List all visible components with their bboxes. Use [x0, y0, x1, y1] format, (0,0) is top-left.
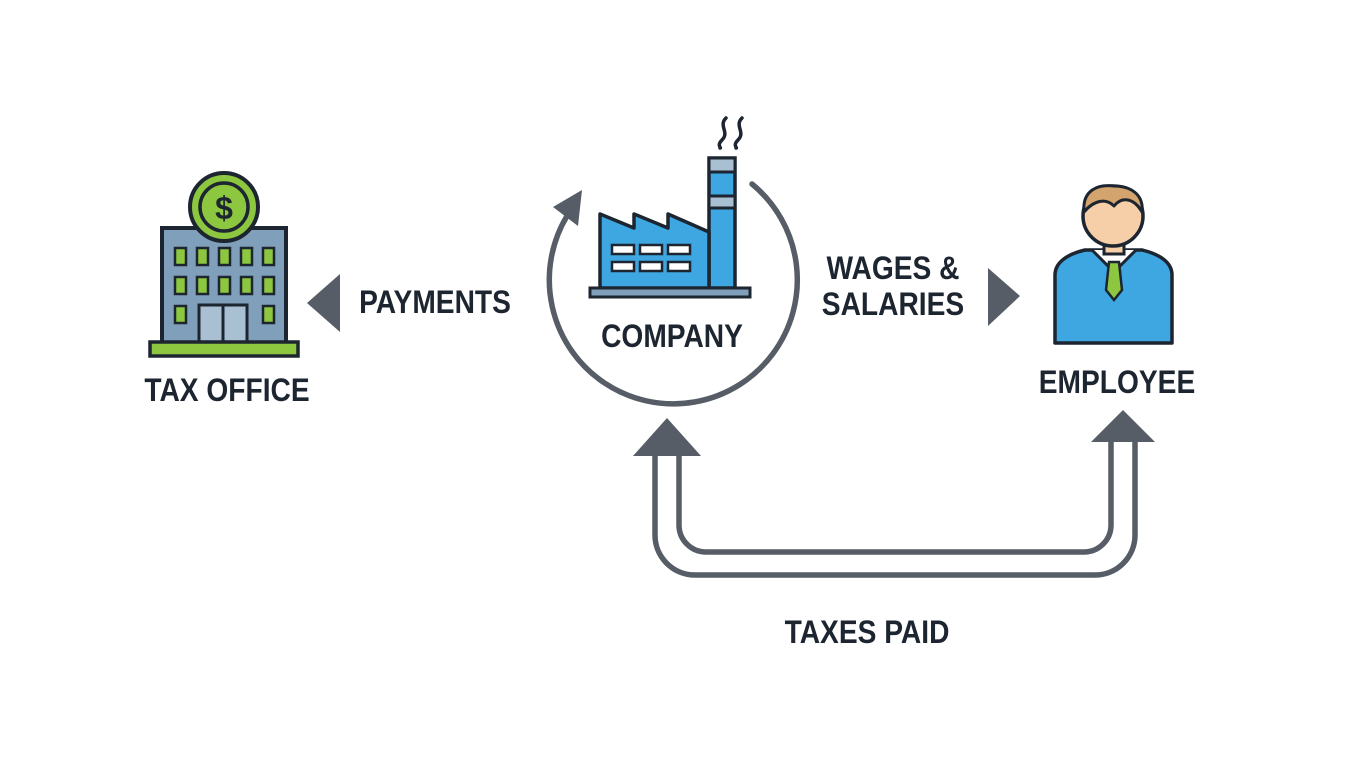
- wages-label-line-1: WAGES &: [826, 250, 960, 286]
- dollar-sign: $: [215, 190, 233, 226]
- employee-person-icon: [1053, 184, 1174, 345]
- factory-icon: [588, 116, 752, 299]
- arrow-right-icon: [988, 268, 1020, 326]
- tax-office-label: TAX OFFICE: [144, 372, 310, 408]
- wages-label-line-2: SALARIES: [821, 286, 965, 322]
- taxes-paid-arrow-icon: [633, 410, 1155, 578]
- employee-label: EMPLOYEE: [1038, 364, 1196, 400]
- company-label: COMPANY: [601, 318, 743, 354]
- payments-label: PAYMENTS: [359, 284, 511, 320]
- dollar-coin-icon: $: [188, 171, 260, 243]
- taxes-paid-label: TAXES PAID: [784, 614, 950, 650]
- wages-salaries-label: WAGES & SALARIES: [818, 250, 968, 322]
- arrow-left-icon: [307, 274, 340, 332]
- cycle-arrow-icon: [546, 181, 801, 407]
- tax-office-building-icon: [148, 226, 300, 358]
